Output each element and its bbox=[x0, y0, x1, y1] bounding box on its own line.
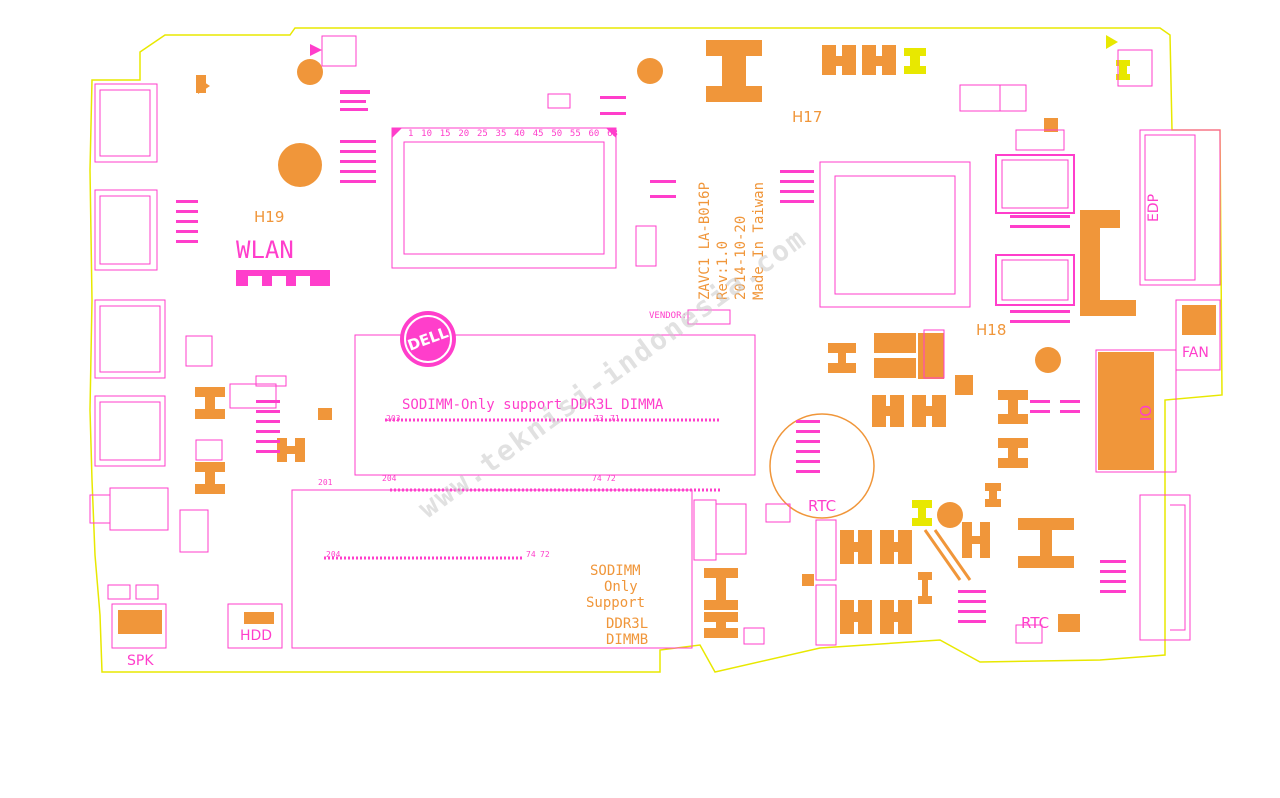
scale-num: 10 bbox=[421, 129, 433, 139]
scale-num: 1 bbox=[408, 129, 414, 139]
dimm-a-pin-71: 71 bbox=[610, 414, 620, 423]
rtc-main-label: RTC bbox=[808, 497, 837, 515]
dimm-b-label-3: Support bbox=[586, 595, 646, 611]
chip-lower bbox=[995, 254, 1075, 306]
scale-num: 20 bbox=[458, 129, 470, 139]
bottom-right-connector bbox=[1139, 494, 1191, 641]
vendor-box bbox=[687, 309, 731, 325]
rtc-battery bbox=[769, 413, 875, 519]
fan-connector bbox=[1175, 299, 1221, 371]
dimm-b-pin-204: 204 bbox=[326, 550, 341, 559]
io-label: IO bbox=[1137, 404, 1156, 422]
vendor-label: VENDOR: bbox=[649, 311, 687, 321]
top-slot-outline bbox=[391, 127, 617, 269]
dimm-b-label-5: DIMMB bbox=[606, 632, 649, 648]
edp-label: EDP bbox=[1146, 193, 1163, 223]
chip-upper bbox=[995, 154, 1075, 214]
lan-connector bbox=[94, 299, 166, 379]
hdd-label: HDD bbox=[240, 628, 273, 644]
scale-num: 15 bbox=[439, 129, 451, 139]
dimm-a-pin-203: 203 bbox=[386, 414, 401, 423]
hdmi-connector bbox=[94, 189, 158, 271]
scale-num: 35 bbox=[495, 129, 507, 139]
h17-label: H17 bbox=[792, 108, 823, 126]
dimm-a-label: SODIMM-Only support DDR3L DIMMA bbox=[402, 397, 664, 413]
dimm-b-pin-72: 72 bbox=[540, 550, 550, 559]
dimm-a-pin-72: 72 bbox=[606, 474, 616, 483]
scale-num: 45 bbox=[532, 129, 544, 139]
scale-num: 25 bbox=[476, 129, 488, 139]
usb-connector-top bbox=[94, 83, 158, 163]
audio-jack bbox=[109, 487, 169, 531]
wlan-label: WLAN bbox=[236, 236, 294, 264]
edp-connector bbox=[1139, 129, 1221, 286]
fan-label: FAN bbox=[1182, 345, 1209, 361]
dimm-b-label-2: Only bbox=[604, 579, 638, 595]
usb-connector-bottom bbox=[94, 395, 166, 467]
scale-num: 63 bbox=[607, 129, 618, 139]
top-slot-scale: 1 10 15 20 25 35 40 45 50 55 60 63 bbox=[408, 129, 618, 139]
cpu-outline bbox=[819, 161, 971, 308]
dimm-a-pin-74: 74 bbox=[592, 474, 602, 483]
spk-label: SPK bbox=[127, 653, 154, 669]
inductor-pads bbox=[118, 40, 1080, 638]
dimm-a-pin-73: 73 bbox=[594, 414, 604, 423]
dimm-b-label-1: SODIMM bbox=[590, 563, 641, 579]
board-outline bbox=[89, 27, 1223, 673]
dimm-b-pin-201: 201 bbox=[318, 478, 333, 487]
h18-label: H18 bbox=[976, 321, 1007, 339]
dimm-b-label-4: DDR3L bbox=[606, 616, 649, 632]
dimm-a-pin-204: 204 bbox=[382, 474, 397, 483]
scale-num: 50 bbox=[551, 129, 563, 139]
rtc-connector-label: RTC bbox=[1021, 614, 1050, 632]
l-shaped-pad bbox=[1080, 210, 1136, 316]
scale-num: 55 bbox=[569, 129, 581, 139]
dimm-a-outline bbox=[354, 334, 756, 476]
scale-num: 40 bbox=[514, 129, 525, 139]
dimm-b-pin-74: 74 bbox=[526, 550, 536, 559]
dell-logo-circle bbox=[400, 311, 456, 367]
io-connector bbox=[1098, 352, 1154, 470]
h19-label: H19 bbox=[254, 208, 285, 226]
dimm-b-outline bbox=[291, 489, 693, 649]
scale-num: 60 bbox=[588, 129, 600, 139]
